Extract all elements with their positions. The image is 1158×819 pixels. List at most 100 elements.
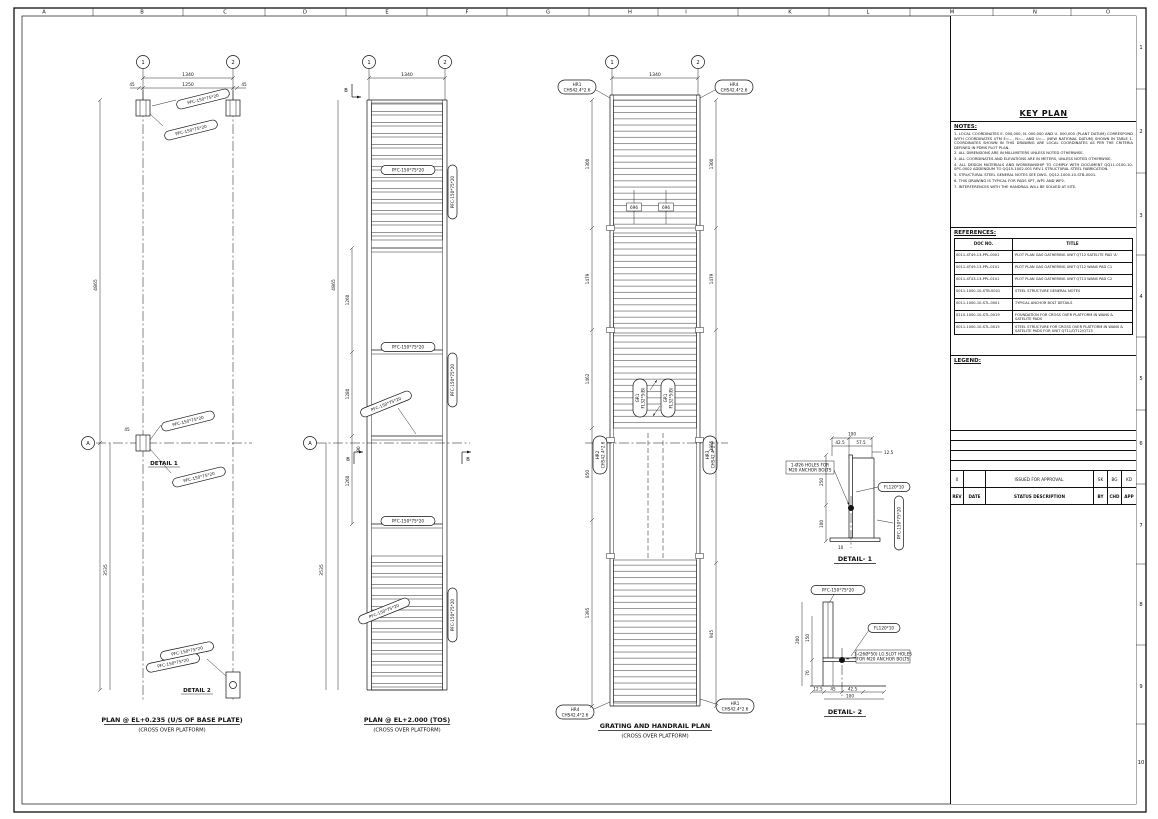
- dim-label: 10: [838, 545, 844, 550]
- reference-row: 0011-4T49-13-PPL-0101 PLOT PLAN GAS GATH…: [955, 263, 1132, 275]
- dim-label: 1280: [345, 388, 350, 399]
- plan-base-plate: 1 2 A 1340 45 1250 45 PFC-150*75*20 PFC-…: [81, 55, 252, 734]
- section-label: B: [466, 457, 470, 463]
- member-tag-pfc: PFC-150*75*20: [447, 587, 458, 643]
- dim-label: 45: [830, 687, 836, 692]
- plan-subtitle: (CROSS OVER PLATFORM): [138, 728, 205, 734]
- dim-label: 1395: [585, 607, 590, 618]
- revision-empty-row: [951, 451, 1136, 461]
- dim-label: 1479: [709, 273, 714, 284]
- grid-number: 3: [1139, 213, 1142, 219]
- member-tag-pfc: PFC-150*75*20: [447, 352, 458, 408]
- grating-tag-size: FL32*5(B): [669, 387, 674, 408]
- grid-bubble-2: 2: [438, 55, 452, 69]
- handrail-tag-hr1-bottom: HR1 CHS42.4*2.6: [715, 698, 755, 714]
- revision-header-app: APP: [1124, 494, 1134, 499]
- dim-label: 250: [819, 478, 824, 486]
- grid-number: 10: [1138, 760, 1145, 766]
- dim-label: 1260: [345, 475, 350, 486]
- grid-letter: F: [466, 10, 469, 16]
- revision-header-date: DATE: [964, 488, 986, 504]
- reference-row: 0210-1000-10-STL-0019 FOUNDATION FOR CRO…: [955, 311, 1132, 323]
- handrail-tag-size: CHS42.4*2.6: [562, 713, 589, 718]
- handrail-tag-size: CHS42.4*2.6: [722, 707, 749, 712]
- references-header-row: DOC NO. TITLE: [955, 239, 1132, 251]
- note-item: 3. ALL COORDINATES AND ELEVATIONS ARE IN…: [954, 157, 1112, 162]
- grid-letter: M: [950, 10, 954, 16]
- revision-header-rev: REV: [951, 488, 964, 504]
- handrail-tag-hr2: HR2 CHS42.4*2.6: [592, 435, 608, 475]
- grating-tag-label: GR1: [663, 393, 668, 402]
- dim-label: 4865: [331, 279, 337, 291]
- revision-checked: BG: [1108, 471, 1122, 487]
- member-tag-label: PFC-150*75*20: [897, 507, 902, 540]
- reference-title: PLOT PLAN GAS GATHERING UNIT QT12 SATELI…: [1015, 252, 1118, 257]
- grid-letter: D: [303, 10, 307, 16]
- dim-label: 70: [805, 670, 810, 676]
- section-label: B: [344, 88, 348, 94]
- dim-label: 100: [846, 694, 854, 699]
- reference-row: 0011-1000-10-STL-0015 STEEL STRUCTURE FO…: [955, 323, 1132, 334]
- notes-panel: NOTES: 1. LOCAL COORDINATES E. 000,000; …: [951, 122, 1136, 228]
- reference-title: TYPICAL ANCHOR BOLT DETAILS: [1015, 300, 1073, 305]
- member-tag-label: PFC-150*75*20: [450, 176, 455, 209]
- dim-label: 945: [709, 630, 714, 638]
- revision-header-row: REV DATE STATUS DESCRIPTION BY CHD APP: [951, 488, 1136, 504]
- dim-label: 1300: [709, 158, 714, 169]
- reference-doc-no: 0011-1000-10-STB-0001: [955, 287, 1013, 298]
- dim-label: 45: [129, 82, 135, 87]
- plan-title: PLAN @ EL+2.000 (TOS): [364, 716, 450, 724]
- handrail-tag-hr4-bottom: HR4 CHS42.4*2.6: [555, 704, 595, 720]
- member-tag-pfc: PFC-150*75*20: [380, 342, 436, 352]
- handrail-tag-size: CHS42.4*2.6: [564, 88, 591, 93]
- reference-title: PLOT PLAN GAS GATHERING UNIT QT12 WANS P…: [1015, 264, 1113, 269]
- detail-title: DETAIL- 1: [838, 555, 872, 563]
- dim-label: 1479: [585, 273, 590, 284]
- dim-label: 696: [662, 205, 670, 210]
- dim-label: 850: [585, 470, 590, 478]
- handrail-tag-hr1-top: HR1 CHS42.4*2.6: [557, 79, 597, 95]
- dim-label: 1340: [649, 72, 661, 78]
- member-tag-pfc: PFC-150*75*20: [810, 585, 866, 595]
- grid-letter: C: [223, 10, 227, 16]
- key-plan-panel: KEY PLAN: [951, 16, 1136, 122]
- grid-letter: B: [140, 10, 144, 16]
- handrail-tag-size: CHS42.4*2.6: [711, 441, 716, 468]
- bubble-label: 2: [696, 60, 699, 66]
- reference-doc-no: 0011-1000-10-STL-0001: [955, 299, 1013, 310]
- references-header-docno: DOC NO.: [955, 239, 1013, 250]
- dim-label: 1340: [401, 72, 413, 78]
- bubble-label: 1: [610, 60, 613, 66]
- handrail-tag-size: CHS42.4*2.6: [721, 88, 748, 93]
- revision-header-status: STATUS DESCRIPTION: [986, 488, 1094, 504]
- anchor-bolt-note: M20 ANCHOR BOLTS: [789, 468, 832, 473]
- grid-bubble-1: 1: [605, 55, 619, 69]
- grating-tag-gr1: GR1 FL32*5(B): [632, 378, 648, 418]
- grid-number: 1: [1139, 45, 1142, 51]
- reference-title: PLOT PLAN GAS GATHERING UNIT QT13 WANS P…: [1015, 276, 1113, 281]
- member-tag-pfc: PFC-150*75*20: [176, 88, 230, 110]
- detail-1: 100 42.5 57.5 12.5 1-Ø26 HOLES FOR M20 A…: [785, 432, 911, 564]
- plan-subtitle: (CROSS OVER PLATFORM): [621, 734, 688, 740]
- dim-label: 12.5: [813, 687, 823, 692]
- member-tag-pfc: PFC-150*75*20: [161, 410, 215, 432]
- bubble-label: 1: [367, 60, 370, 66]
- member-tag-label: PFC-150*75*20: [392, 168, 425, 173]
- bubble-label: 2: [231, 60, 234, 66]
- section-marker-b-right: B: [461, 450, 471, 464]
- reference-row: 0011-1000-10-STB-0001 STEEL STRUCTURE GE…: [955, 287, 1132, 299]
- revision-approved: KD: [1126, 476, 1132, 482]
- title-block-empty-area: [951, 505, 1136, 804]
- member-tag-label: PFC-150*75*20: [822, 588, 855, 593]
- detail-title: DETAIL- 2: [828, 708, 862, 716]
- bubble-label: A: [86, 441, 90, 447]
- revision-description: ISSUED FOR APPROVAL.: [986, 471, 1094, 487]
- handrail-tag-hr3: HR3 CHS42.4*2.6: [702, 435, 718, 475]
- bubble-label: 2: [443, 60, 446, 66]
- grid-number: 5: [1139, 376, 1142, 382]
- revision-number: 0: [951, 471, 964, 487]
- detail-1-callout: DETAIL 1: [150, 461, 178, 467]
- references-header-title: TITLE: [1066, 240, 1079, 246]
